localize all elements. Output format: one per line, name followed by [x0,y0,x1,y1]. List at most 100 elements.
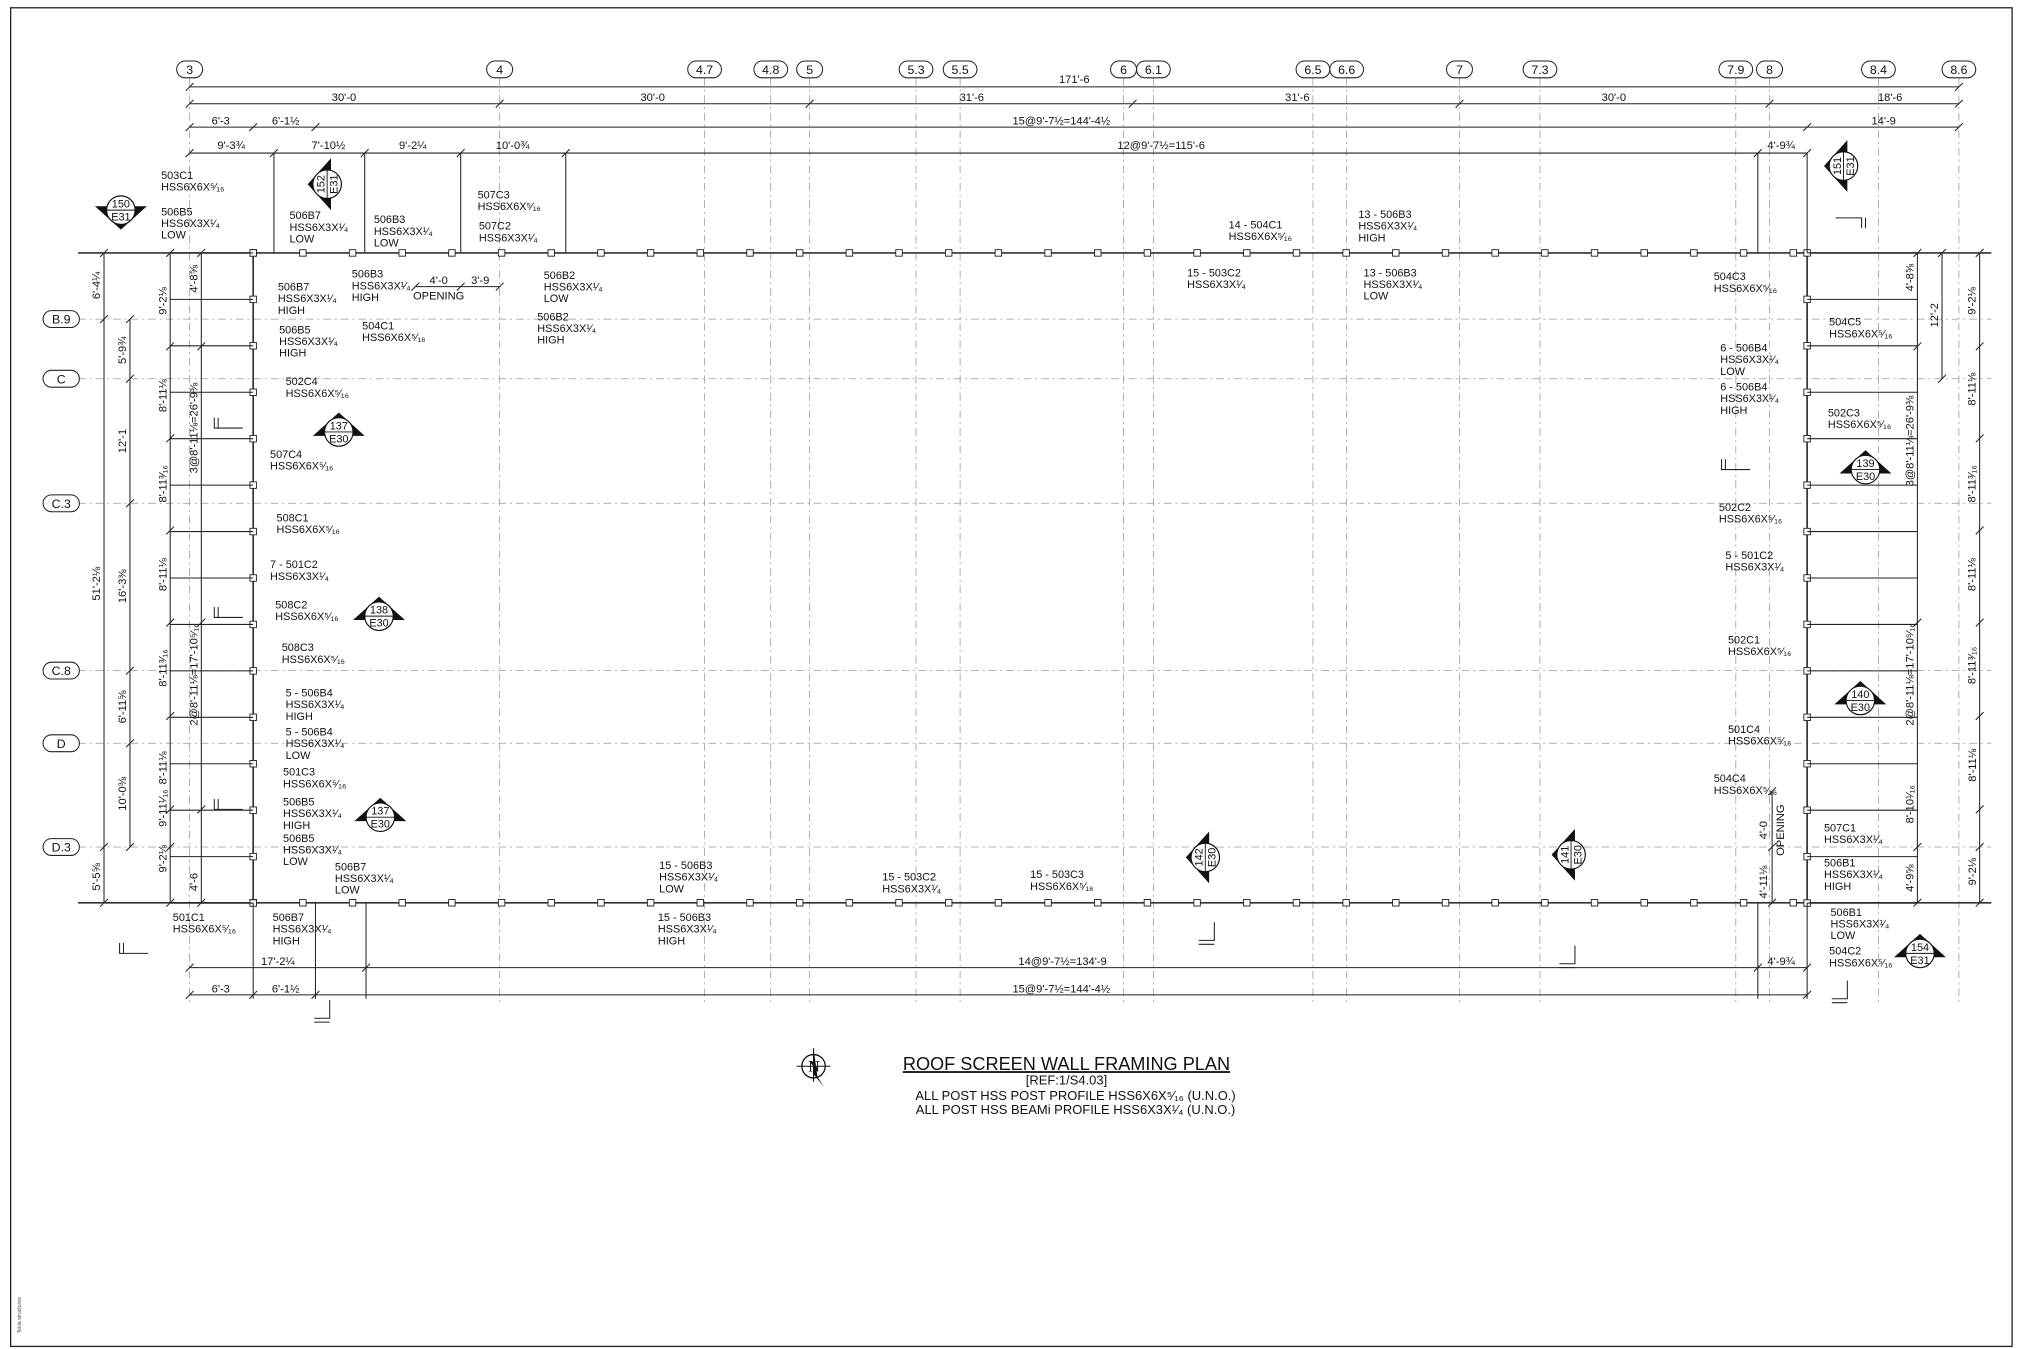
post-marker [1491,249,1499,257]
post-marker [895,899,903,907]
dimension-text: 18'-6 [1878,92,1902,104]
dimension-text: 2@8'-11⅛=17'-10⁵⁄₁₆ [188,623,200,725]
post-marker [746,899,754,907]
dimension-tick [125,499,135,508]
member-label-line: LOW [161,230,187,242]
section-cut-mark [213,799,243,810]
grid-column-label: 6.5 [1304,63,1321,77]
post-marker [1640,249,1648,257]
member-label-line: 5 - 501C2 [1725,550,1773,562]
dimension-tick [1975,434,1984,443]
dimension-tick [1975,711,1984,721]
section-number: 152 [316,175,328,193]
grid-bubble-column [1861,60,1896,79]
section-number: 142 [1194,848,1206,866]
section-cut-mark [1721,459,1751,471]
member-label-line: LOW [1830,930,1856,942]
member-label-line: HSS6X3X¹⁄₄ [374,226,433,238]
dimension-tick [185,148,194,158]
dimension-text: 16'-3⅜ [117,569,129,603]
member-label-line: HSS6X3X¹⁄₄ [658,924,717,936]
post-marker [348,899,357,907]
member-label-line: 506B7 [335,861,366,873]
post-marker [1739,899,1748,907]
member-label-line: HSS6X6X⁵⁄₁₆ [1829,328,1892,340]
post-marker [1789,899,1797,907]
member-label-line: HSS6X6X⁵⁄₁₆ [1829,957,1892,969]
dimension-tick [805,99,814,109]
member-label-line: HSS6X3X¹⁄₄ [286,738,345,750]
dimension-text: 8'-11⅛ [1967,748,1979,782]
grid-column-label: 8.6 [1950,63,1967,77]
member-label-line: HSS6X6X⁵⁄₁₆ [173,924,236,936]
member-label-line: HIGH [352,292,379,304]
section-number: 154 [1911,942,1929,954]
post-marker [895,249,903,257]
dimension-text: 12'-2 [1929,303,1941,327]
dimension-tick [125,666,135,675]
north-arrow-letter: N [808,1058,820,1075]
post-marker [1441,249,1450,257]
post-marker [795,899,804,907]
member-label-line: HSS6X6X⁵⁄₁₆ [1728,736,1791,748]
dimension-tick [495,99,504,109]
member-label-line: HSS6X6X⁵⁄₁₆ [283,778,346,790]
dimension-text: 4'-9¾ [1767,956,1795,968]
dimension-text: 9'-2⅛ [1967,857,1979,885]
member-label-line: HSS6X6X⁵⁄₁₆ [478,201,541,213]
section-cut-mark [1198,922,1215,945]
member-label-line: 13 - 506B3 [1358,209,1411,221]
dimension-text: 8'-11⅛ [1967,557,1979,591]
drawing-title: ROOF SCREEN WALL FRAMING PLAN [903,1054,1230,1074]
post-marker [597,249,605,257]
post-marker [1392,899,1400,907]
member-label-line: 5 - 506B4 [286,688,333,700]
member-label-line: 502C3 [1828,407,1860,419]
section-number: 141 [1559,846,1571,864]
grid-row-label: C [57,372,66,386]
dimension-tick [1975,526,1984,535]
section-sheet: E30 [329,433,348,445]
section-sheet: E31 [329,175,341,194]
post-marker [299,899,307,907]
dimension-text: 4'-8⅝ [1904,263,1916,291]
grid-column-label: 6.6 [1338,63,1355,77]
member-label-line: LOW [283,856,309,868]
dimension-text: 12'-1 [117,429,129,453]
member-label-line: 506B7 [273,912,304,924]
post-marker [1441,899,1450,907]
member-label-line: HIGH [273,935,300,947]
member-label-line: 506B1 [1830,907,1861,919]
member-label-line: 6 - 506B4 [1720,381,1767,393]
section-sheet: E30 [371,819,390,831]
grid-bubble-row [42,310,80,329]
dimension-tick [185,99,194,109]
dimension-text: 5'-9¾ [117,336,129,364]
member-label-line: HIGH [286,711,313,723]
member-label-line: HSS6X3X¹⁄₄ [270,571,329,583]
dimension-tick [1954,122,1964,132]
dimension-text: 5'-5⅝ [91,862,103,890]
member-label-line: HSS6X3X¹⁄₄ [1720,393,1779,405]
grid-bubble-row [42,369,80,388]
sheet-border [9,7,2013,1348]
cut-line [1831,980,1848,1004]
post-marker [994,249,1003,257]
